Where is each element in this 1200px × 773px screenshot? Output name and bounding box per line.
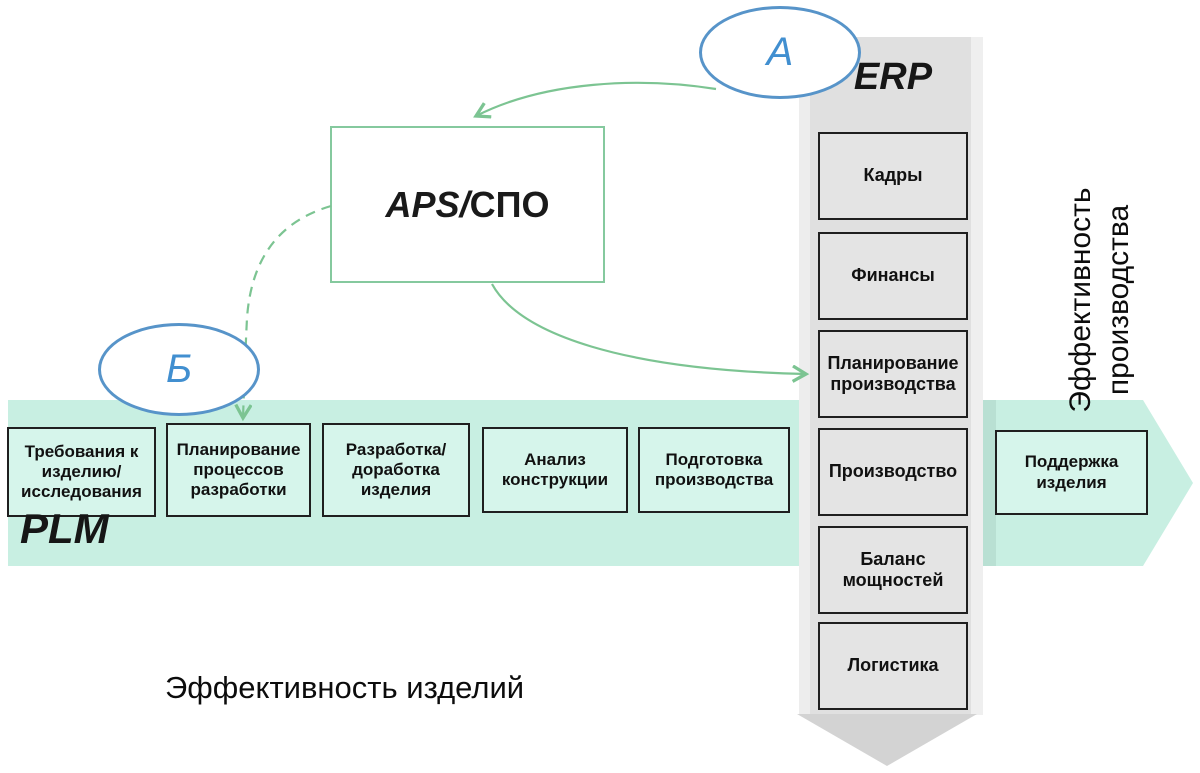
aps-label-cyrillic: СПО [469,183,550,225]
erp-band-shadow-strip [983,400,996,566]
erp-box-finance: Финансы [818,232,968,320]
plm-box-production-preparation: Подготовка производства [638,427,790,513]
erp-band-right-bevel [971,37,983,715]
plm-box-product-development: Разработка/ доработка изделия [322,423,470,517]
arrow-aps-to-production-planning [491,283,806,374]
aps-box: APS/СПО [330,126,605,283]
erp-band-arrowhead [797,714,977,766]
plm-box-product-requirements: Требования к изделию/ исследования [7,427,156,517]
aps-label-latin: APS/ [385,183,470,225]
arrow-aps-to-process-planning-dashed [243,204,332,418]
callout-a: А [699,6,861,99]
erp-box-logistics: Логистика [818,622,968,710]
plm-box-product-support: Поддержка изделия [995,430,1148,515]
erp-band-label: ERP [853,56,933,98]
production-efficiency-caption: Эффективность производства [1064,187,1135,413]
arrow-a-to-aps [476,81,717,116]
callout-b-label: Б [165,347,193,391]
plm-box-design-analysis: Анализ конструкции [482,427,628,513]
erp-box-hr: Кадры [818,132,968,220]
plm-box-process-planning: Планирование процессов разработки [166,423,311,517]
callout-b: Б [98,323,260,416]
product-efficiency-caption: Эффективность изделий [165,670,525,705]
erp-box-production: Производство [818,428,968,516]
plm-band-label: PLM [20,505,109,552]
erp-box-capacity-balance: Баланс мощностей [818,526,968,614]
erp-box-production-planning: Планирование производства [818,330,968,418]
callout-a-label: А [766,30,794,74]
